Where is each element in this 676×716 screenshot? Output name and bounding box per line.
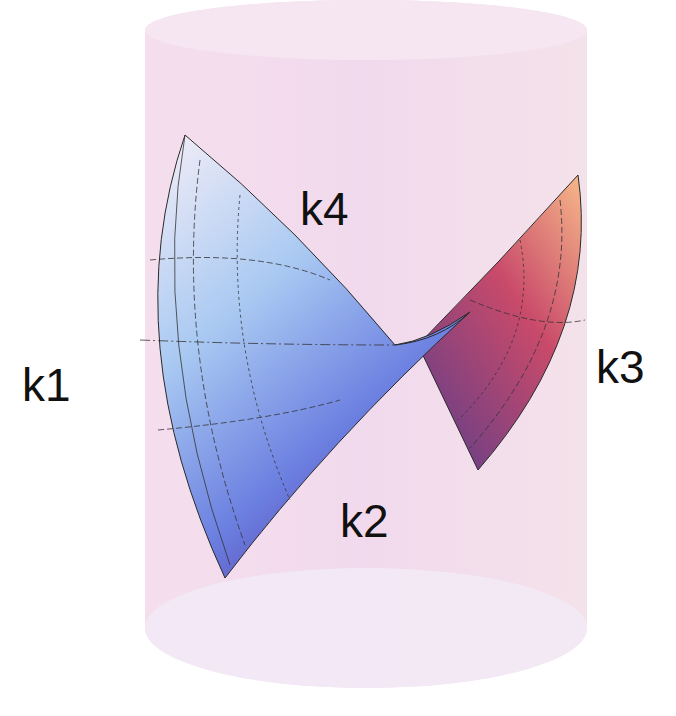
point-label: k2 (340, 498, 389, 544)
mesh-line (158, 400, 340, 430)
point-label: k4 (300, 186, 349, 232)
mesh-line (174, 135, 230, 565)
cylinder-body (145, 0, 587, 688)
mesh-line (140, 340, 395, 345)
point-label: k3 (596, 344, 645, 390)
mesh-line (470, 300, 585, 323)
mesh-line (237, 195, 290, 500)
mesh-line (458, 240, 524, 420)
mesh-line (193, 160, 245, 545)
surface-wedge (158, 135, 470, 578)
cylinder-top (145, 0, 587, 60)
mesh-line (150, 258, 330, 281)
mesh-line (470, 200, 562, 448)
mesh-line (395, 312, 470, 345)
point-label: k1 (22, 362, 71, 408)
cylinder-bottom (145, 568, 587, 688)
